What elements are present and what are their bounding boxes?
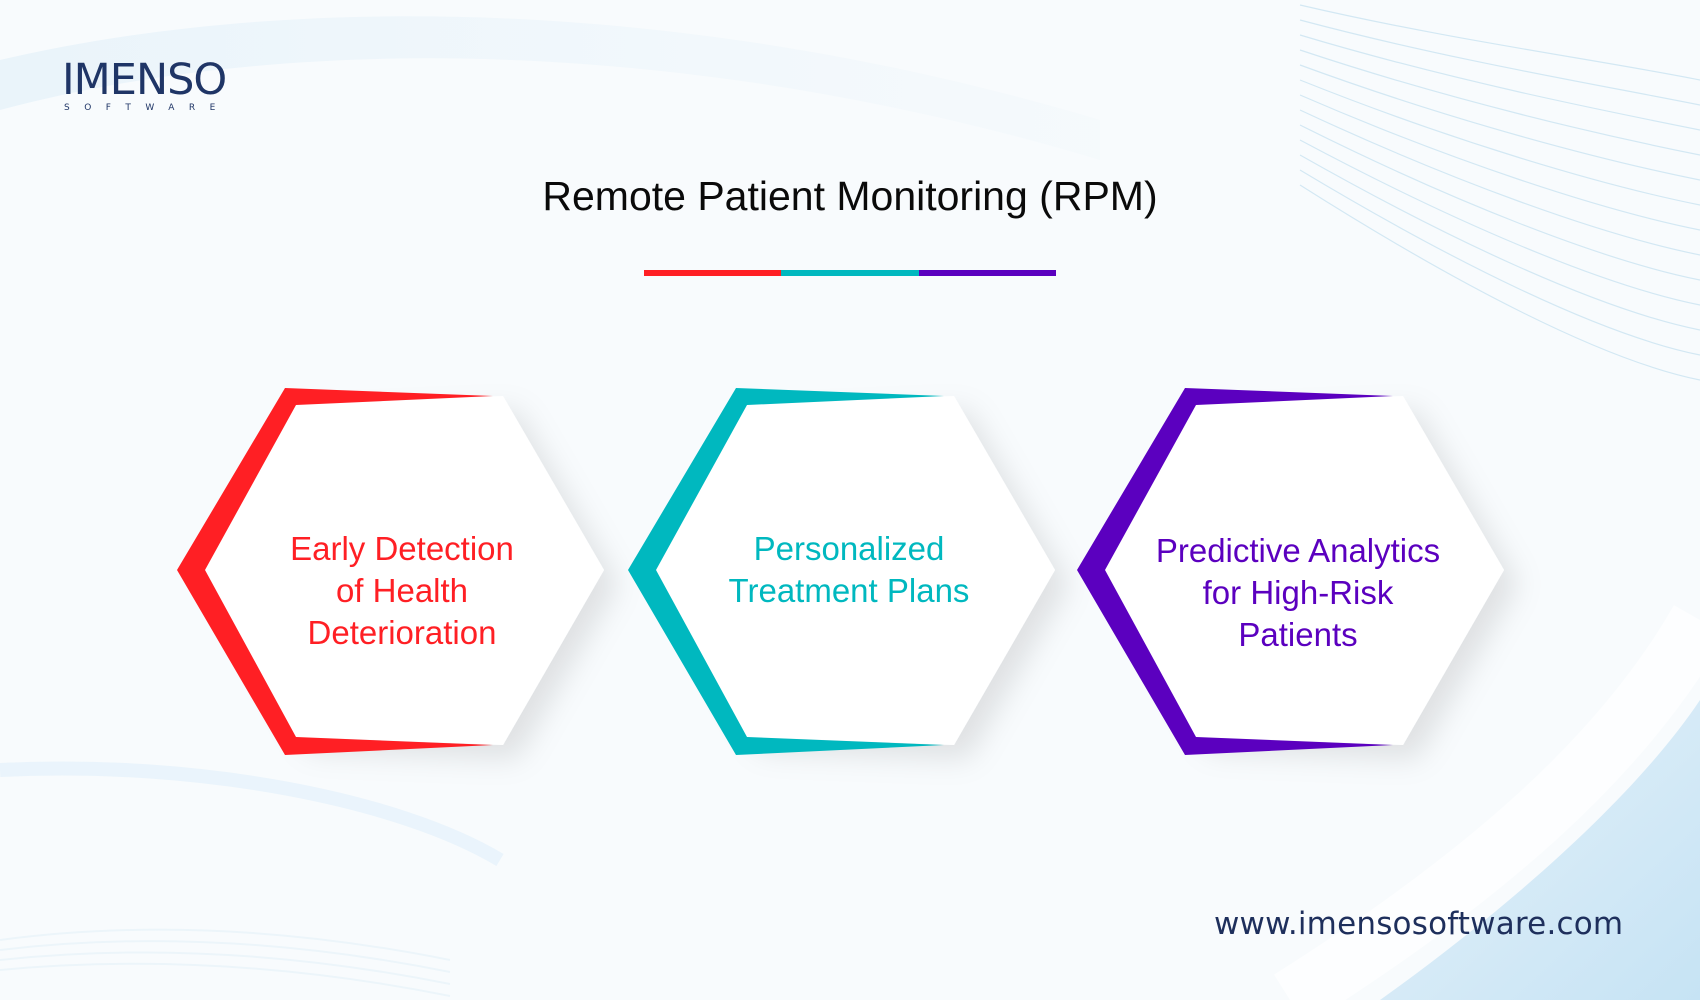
- website-url: www.imensosoftware.com: [1214, 906, 1624, 942]
- page-title: Remote Patient Monitoring (RPM): [0, 173, 1700, 220]
- divider-segment-purple: [918, 270, 1056, 276]
- card-line: Predictive Analytics: [1155, 532, 1441, 569]
- card-predictive-analytics: Predictive Analytics for High-Risk Patie…: [1148, 530, 1448, 656]
- hexagon-shapes: [177, 388, 1504, 755]
- title-divider: [644, 270, 1056, 276]
- logo-wordmark: IMENSO: [62, 55, 227, 105]
- card-line: Deterioration: [307, 614, 497, 651]
- page-title-text: Remote Patient Monitoring (RPM): [542, 173, 1158, 219]
- company-logo: IMENSO SOFTWARE: [62, 58, 242, 113]
- divider-segment-red: [644, 270, 782, 276]
- card-early-detection: Early Detection of Health Deterioration: [252, 528, 552, 654]
- card-line: of Health: [335, 572, 469, 609]
- logo-tagline: SOFTWARE: [64, 103, 230, 113]
- divider-segment-teal: [781, 270, 919, 276]
- card-line: Personalized: [753, 530, 945, 567]
- card-line: Treatment Plans: [728, 572, 970, 609]
- card-personalized-treatment: Personalized Treatment Plans: [699, 528, 999, 612]
- card-line: Patients: [1238, 616, 1358, 653]
- card-line: for High-Risk: [1202, 574, 1394, 611]
- card-line: Early Detection: [290, 530, 514, 567]
